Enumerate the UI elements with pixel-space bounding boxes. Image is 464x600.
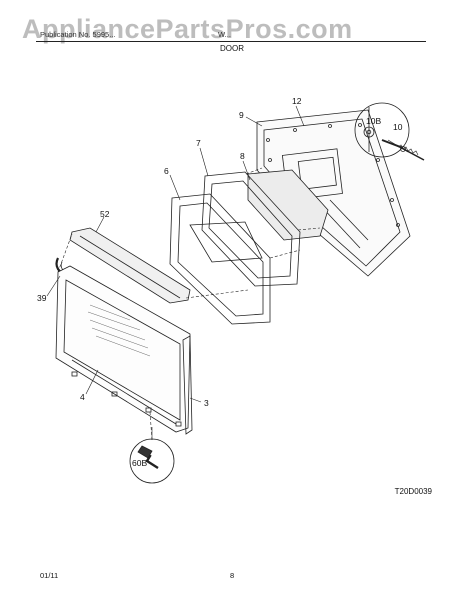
footer-page-number: 8 — [230, 571, 235, 580]
label-part-60b: 60B — [132, 458, 147, 468]
hinge-spring — [395, 144, 425, 161]
watermark-logo: AppliancePartsPros.com — [22, 14, 353, 44]
label-part-6: 6 — [164, 166, 169, 176]
detail-circle-10b — [354, 102, 410, 158]
label-part-4: 4 — [80, 392, 85, 402]
label-part-8: 8 — [240, 151, 245, 161]
explode-lines — [57, 167, 321, 441]
label-part-9: 9 — [239, 110, 244, 120]
label-part-3: 3 — [204, 398, 209, 408]
label-part-7: 7 — [196, 138, 201, 148]
label-part-12: 12 — [292, 96, 302, 106]
bottom-clips — [71, 371, 182, 427]
door-insulation — [247, 169, 329, 241]
handle-trim — [69, 227, 191, 304]
side-trim — [182, 335, 193, 435]
section-title: DOOR — [220, 44, 244, 53]
header-publication: Publication No. 5995... — [40, 30, 116, 39]
door-glass-frame — [169, 193, 271, 325]
label-part-10b: 10B — [366, 116, 381, 126]
outer-door-panel — [55, 265, 191, 433]
label-part-10: 10 — [393, 122, 403, 132]
label-part-52: 52 — [100, 209, 110, 219]
detail-circle-60b — [129, 438, 175, 484]
label-part-39: 39 — [37, 293, 47, 303]
window-pack-frame — [201, 171, 301, 287]
inner-door-panel — [256, 109, 411, 277]
footer-date: 01/11 — [40, 571, 59, 580]
header-model: W... — [218, 30, 231, 39]
header-rule — [36, 41, 426, 42]
drawing-code: T20D0039 — [394, 487, 432, 496]
